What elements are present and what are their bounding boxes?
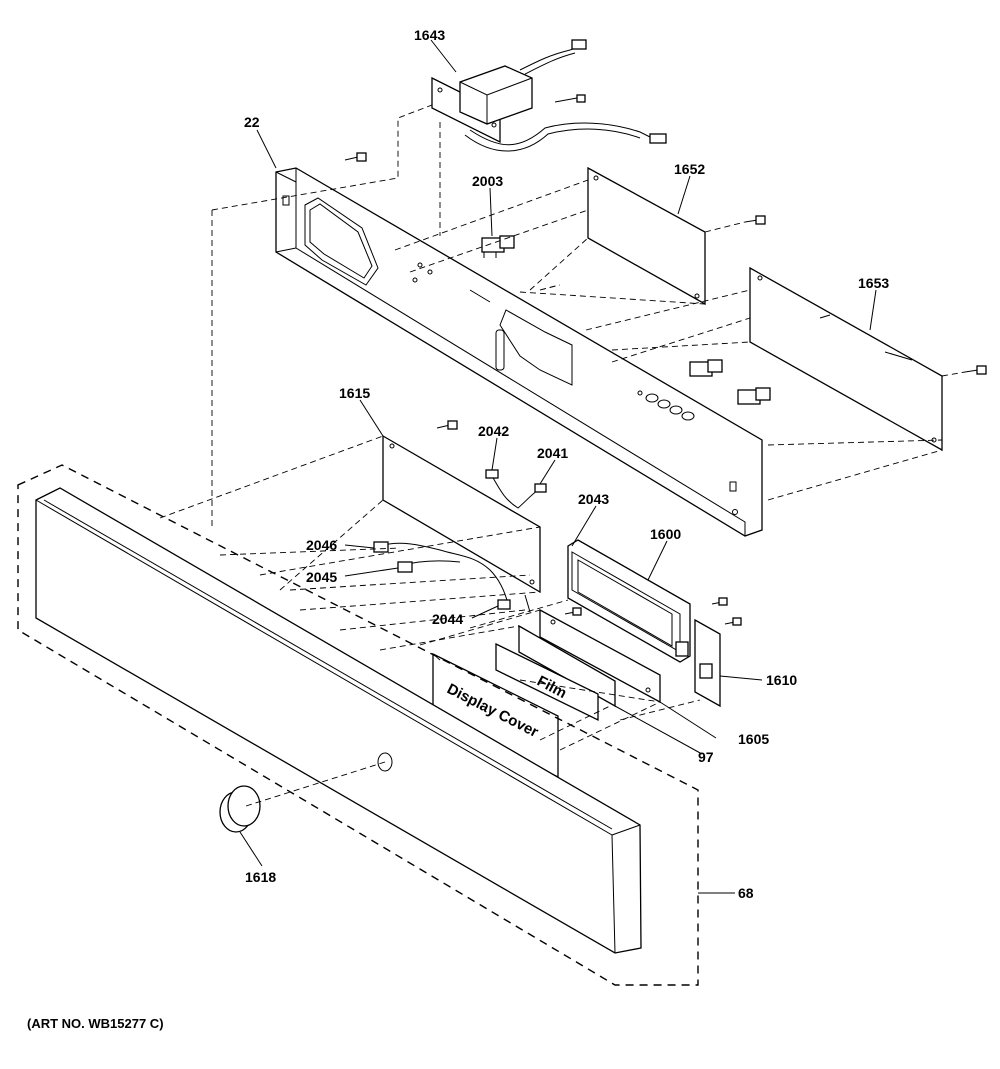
part-1653-board[interactable] [749,266,943,452]
part-22-control-bracket[interactable] [275,167,763,537]
callout-2046: 2046 [306,537,337,553]
assembly-lines [159,104,966,807]
callout-22: 22 [244,114,260,130]
part-control-panel-front[interactable] [35,487,642,954]
callout-2043: 2043 [578,491,609,507]
part-2046-2045-2044-harness[interactable] [373,541,531,613]
callout-1652: 1652 [674,161,705,177]
art-number-note: (ART NO. WB15277 C) [27,1016,164,1031]
group-68-outline [17,464,699,986]
callout-2045: 2045 [306,569,337,585]
part-1618-knob[interactable] [219,785,261,833]
callout-2003: 2003 [472,173,503,189]
callout-97: 97 [698,749,714,765]
part-1652-board[interactable] [587,166,706,306]
leader-lines [239,39,877,894]
callout-2044: 2044 [432,611,463,627]
callout-1600: 1600 [650,526,681,542]
part-1643-transformer[interactable] [431,39,667,152]
callout-1653: 1653 [858,275,889,291]
callout-2041: 2041 [537,445,568,461]
callout-2042: 2042 [478,423,509,439]
part-2003-relay[interactable] [481,235,515,258]
callout-1605: 1605 [738,731,769,747]
part-1610-board[interactable] [675,618,721,708]
part-relay-pair[interactable] [689,359,771,405]
callout-1643: 1643 [414,27,445,43]
callout-1615: 1615 [339,385,370,401]
callout-1618: 1618 [245,869,276,885]
part-film[interactable] [495,642,599,722]
callout-labels: 1643 22 2003 1652 1653 1615 2042 2041 20… [244,27,889,901]
callout-1610: 1610 [766,672,797,688]
callout-68: 68 [738,885,754,901]
